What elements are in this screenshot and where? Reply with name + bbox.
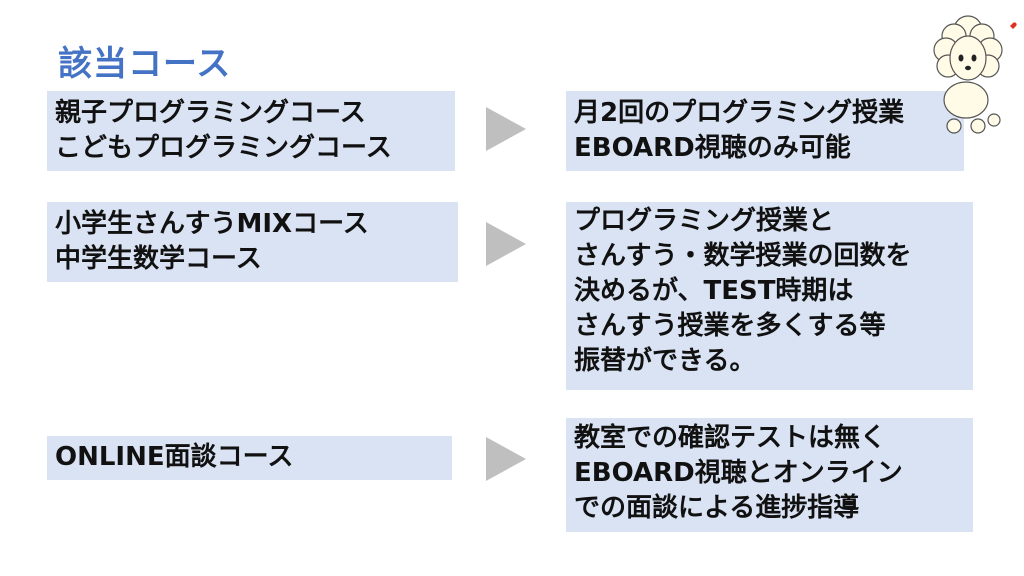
detail-line: さんすう授業を多くする等 [574, 311, 886, 341]
course-line: 親子プログラミングコース [55, 98, 366, 128]
page-title: 該当コース [58, 44, 232, 84]
course-line: 小学生さんすうMIXコース [55, 209, 369, 239]
detail-line: 決めるが、TEST時期は [574, 276, 854, 306]
course-line: こどもプログラミングコース [55, 133, 392, 163]
course-line: 中学生数学コース [55, 244, 262, 274]
course-box-1: 親子プログラミングコース こどもプログラミングコース [47, 91, 455, 171]
detail-line: 振替ができる。 [574, 346, 756, 376]
detail-line: 教室での確認テストは無く [574, 423, 887, 453]
course-box-3: ONLINE面談コース [47, 436, 452, 480]
course-line: ONLINE面談コース [55, 442, 294, 472]
detail-line: プログラミング授業と [574, 206, 835, 236]
arrow-icon [486, 437, 526, 481]
detail-box-1: 月2回のプログラミング授業 EBOARD視聴のみ可能 [566, 91, 964, 171]
arrow-icon [486, 222, 526, 266]
arrow-icon [486, 107, 526, 151]
detail-line: EBOARD視聴とオンライン [574, 458, 903, 488]
detail-line: EBOARD視聴のみ可能 [574, 133, 851, 163]
detail-box-2: プログラミング授業と さんすう・数学授業の回数を 決めるが、TEST時期は さん… [566, 202, 973, 390]
course-box-2: 小学生さんすうMIXコース 中学生数学コース [47, 202, 458, 282]
poodle-illustration [933, 15, 1017, 134]
detail-line: での面談による進捗指導 [574, 493, 860, 523]
detail-box-3: 教室での確認テストは無く EBOARD視聴とオンライン での面談による進捗指導 [566, 418, 973, 532]
detail-line: さんすう・数学授業の回数を [574, 241, 912, 271]
detail-line: 月2回のプログラミング授業 [574, 98, 905, 128]
